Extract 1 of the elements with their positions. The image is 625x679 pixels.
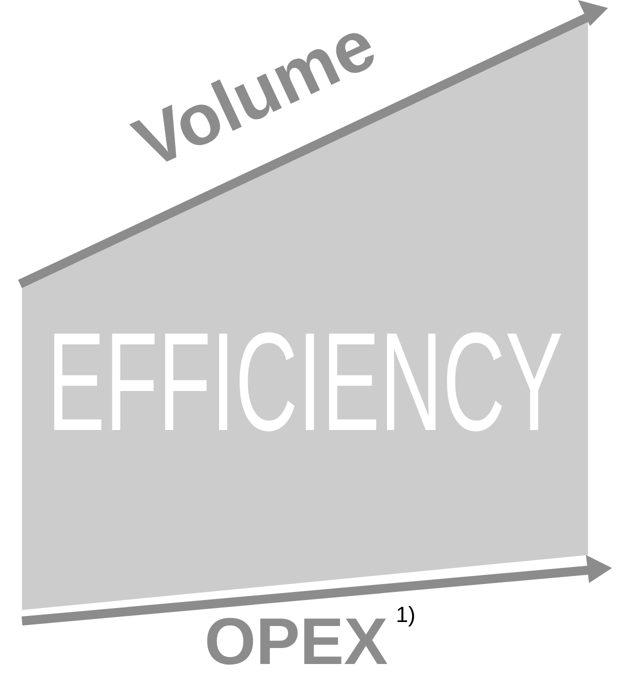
axis-label: OPEX$^{1)}$ (204, 608, 416, 674)
